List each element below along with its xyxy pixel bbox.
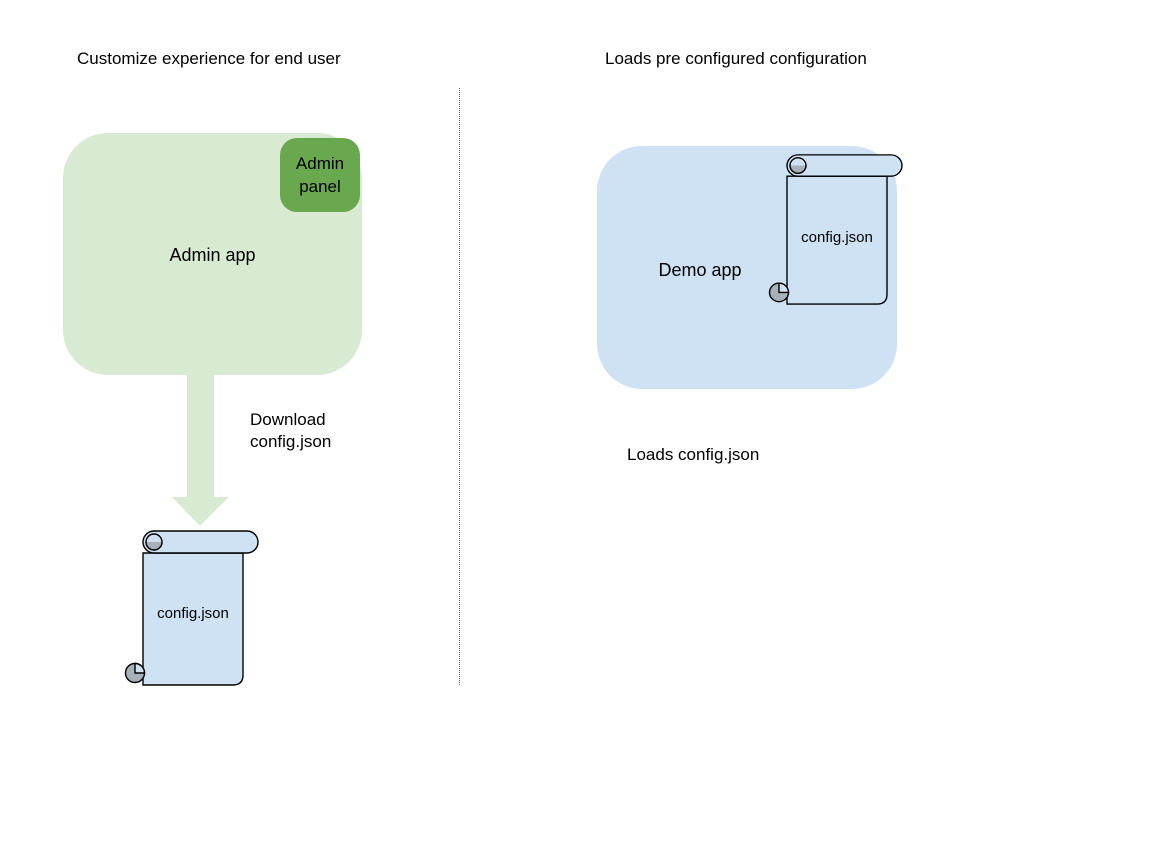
config-json-label-right: config.json [801, 229, 873, 246]
download-arrow [172, 375, 229, 526]
admin-panel-box: Admin panel [280, 138, 360, 212]
section-divider-line [459, 88, 460, 685]
demo-app-label: Demo app [658, 260, 742, 280]
left-section-heading: Customize experience for end user [77, 49, 341, 68]
right-section-heading: Loads pre configured configuration [605, 49, 867, 68]
admin-panel-label: Admin panel [295, 154, 345, 196]
config-json-label-left: config.json [157, 605, 229, 622]
loads-config-caption: Loads config.json [627, 445, 760, 464]
download-config-label: Download config.json [250, 410, 332, 451]
admin-app-label: Admin app [169, 245, 256, 265]
